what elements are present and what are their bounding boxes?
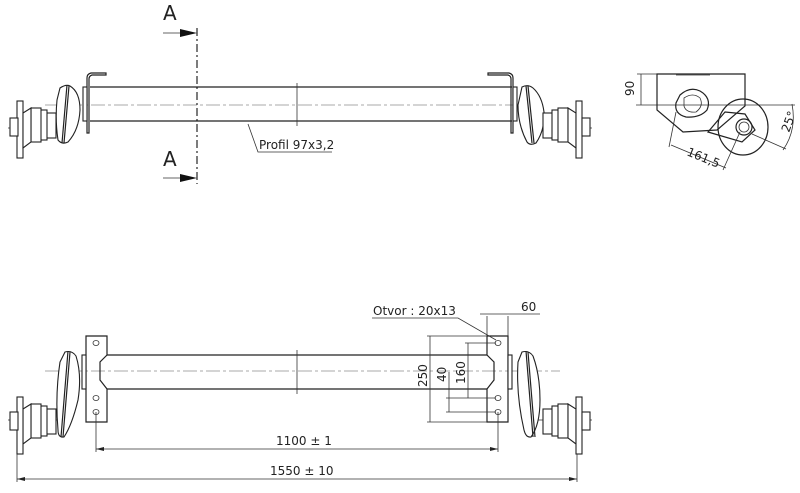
hole-spacing-small-dim: 40 <box>435 367 449 382</box>
plate-height-dim: 250 <box>416 364 430 387</box>
side-section-view: 90 161,5 25° <box>623 73 799 171</box>
hole-label: Otvor : 20x13 <box>373 304 456 318</box>
arm-length-dim: 161,5 <box>685 145 722 171</box>
section-marker-bottom: A <box>163 147 177 171</box>
overall-length-dim: 1550 ± 10 <box>270 464 334 478</box>
plate-width-dim: 60 <box>521 300 536 314</box>
profile-label: Profil 97x3,2 <box>259 138 334 152</box>
section-arrow-bottom-icon <box>180 174 197 182</box>
section-arrow-top-icon <box>180 29 197 37</box>
left-hub-icon <box>9 350 81 455</box>
section-marker-top: A <box>163 1 177 25</box>
angle-dim: 25° <box>779 109 799 134</box>
height-dim: 90 <box>623 81 637 96</box>
right-plate-holes <box>494 340 502 415</box>
right-hub-icon <box>517 350 591 455</box>
right-hub-icon <box>517 85 591 159</box>
bottom-axle-view: Otvor : 20x13 60 250 40 160 1100 ± 1 <box>8 300 592 482</box>
top-axle-view: A A Profil 97x3,2 <box>8 1 592 184</box>
bracket-span-dim: 1100 ± 1 <box>276 434 332 448</box>
left-plate-holes <box>92 340 100 415</box>
left-hub-icon <box>9 84 81 159</box>
hole-spacing-large-dim: 160 <box>454 361 468 384</box>
